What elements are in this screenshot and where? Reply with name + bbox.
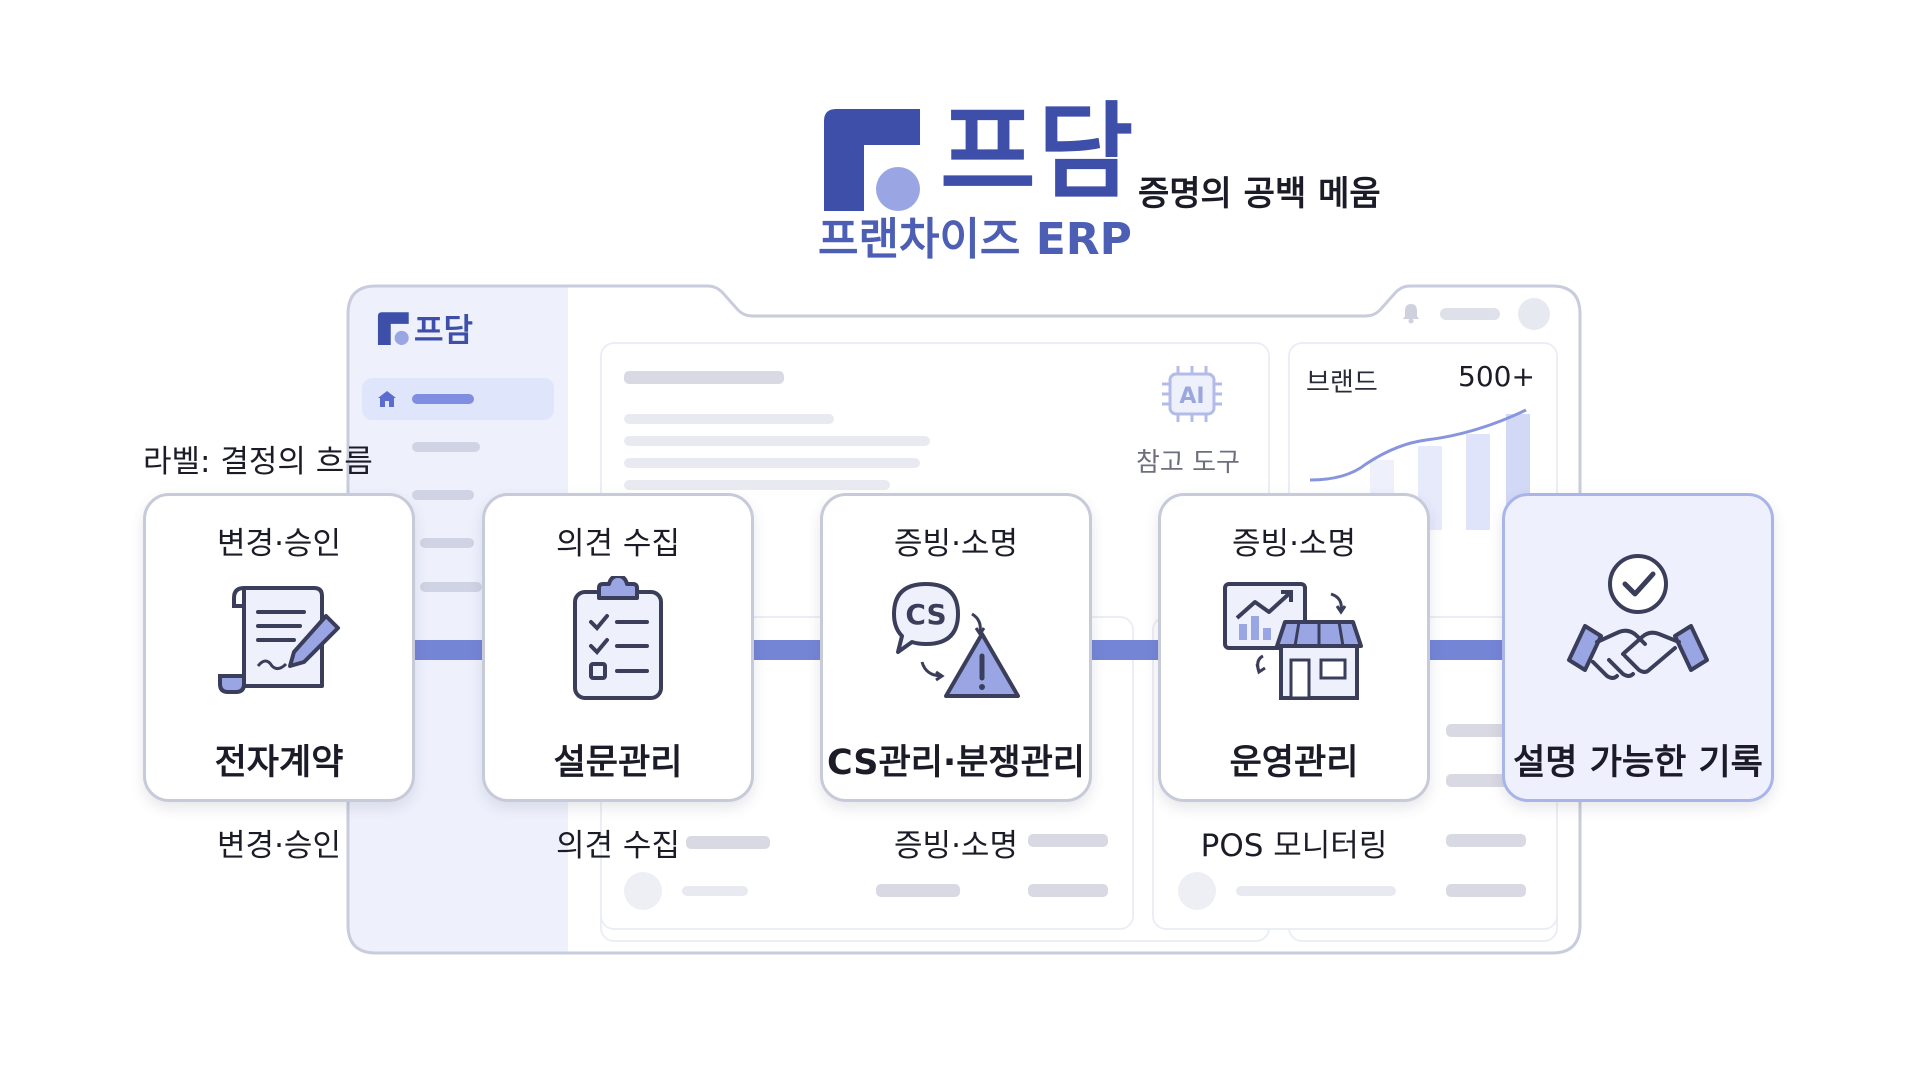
sidebar-item[interactable] — [412, 490, 474, 500]
list-line-placeholder — [1446, 834, 1526, 847]
card-caption: POS 모니터링 — [1200, 828, 1388, 864]
sidebar-item[interactable] — [420, 582, 482, 592]
ai-chip-icon: AI — [1162, 366, 1222, 422]
flow-connector — [413, 640, 487, 660]
brand-stat-value: 500+ — [1458, 360, 1535, 393]
list-line-placeholder — [876, 884, 960, 897]
handshake-icon — [1567, 554, 1709, 680]
flow-card-survey[interactable]: 의견 수집 설문관리 — [482, 493, 754, 802]
panel-title-placeholder — [624, 371, 784, 384]
list-avatar-placeholder — [624, 872, 662, 910]
panel-line-placeholder — [624, 414, 834, 424]
tagline: 증명의 공백 메움 — [1138, 174, 1381, 214]
flow-connector — [752, 640, 824, 660]
list-avatar-placeholder — [1178, 872, 1216, 910]
brand-name: 프담 — [940, 91, 1136, 213]
brand-stat-label: 브랜드 — [1306, 368, 1378, 398]
sidebar-item-home-label — [412, 394, 474, 404]
sidebar-logo[interactable]: 프담 — [376, 305, 473, 351]
card-top-label: 증빙·소명 — [1232, 526, 1356, 562]
panel-line-placeholder — [624, 480, 890, 490]
card-title: 운영관리 — [1229, 743, 1359, 783]
card-caption: 변경·승인 — [217, 828, 341, 864]
flow-connector — [1428, 640, 1502, 660]
sidebar-logo-mark — [377, 312, 409, 345]
flow-card-cs[interactable]: 증빙·소명 CS CS관리·분쟁관리 — [820, 493, 1092, 802]
card-top-label: 증빙·소명 — [894, 526, 1018, 562]
flow-connector — [1090, 640, 1162, 660]
panel-line-placeholder — [624, 458, 920, 468]
flow-card-operations[interactable]: 증빙·소명 운영관리 — [1158, 493, 1430, 802]
avatar[interactable] — [1518, 298, 1550, 330]
ai-chip-text: AI — [1179, 384, 1204, 409]
clipboard-icon — [573, 576, 663, 700]
flow-label: 라벨: 결정의 흐름 — [143, 444, 373, 480]
card-title: 설명 가능한 기록 — [1513, 743, 1763, 783]
card-title: CS관리·분쟁관리 — [826, 743, 1086, 783]
card-top-label: 의견 수집 — [556, 526, 680, 562]
list-line-placeholder — [1028, 884, 1108, 897]
brand-logo-mark — [824, 109, 920, 211]
list-line-placeholder — [1446, 884, 1526, 897]
topbar-user-name[interactable] — [1440, 308, 1500, 320]
list-line-placeholder — [1446, 774, 1516, 787]
flow-card-contract[interactable]: 변경·승인 전자계약 — [143, 493, 415, 802]
card-caption: 의견 수집 — [556, 828, 680, 864]
ai-tool-label: 참고 도구 — [1136, 448, 1240, 478]
list-line-placeholder — [1446, 724, 1516, 737]
card-caption: 증빙·소명 — [894, 828, 1018, 864]
sidebar-item[interactable] — [420, 538, 474, 548]
brand-subtitle: 프랜차이즈 ERP — [818, 214, 1132, 265]
sidebar-item[interactable] — [412, 442, 480, 452]
list-line-placeholder — [1236, 886, 1396, 896]
store-icon — [1223, 582, 1363, 700]
list-line-placeholder — [682, 886, 748, 896]
card-title: 설문관리 — [553, 743, 683, 783]
contract-icon — [218, 586, 340, 694]
sidebar-logo-text: 프담 — [414, 311, 473, 349]
home-icon — [378, 391, 396, 407]
panel-line-placeholder — [624, 436, 930, 446]
card-title: 전자계약 — [214, 743, 344, 783]
bell-icon[interactable] — [1400, 302, 1422, 324]
card-top-label: 변경·승인 — [217, 526, 341, 562]
list-line-placeholder — [686, 836, 770, 849]
list-line-placeholder — [1028, 834, 1108, 847]
svg-text:CS: CS — [905, 598, 946, 631]
cs-warning-icon: CS — [892, 582, 1020, 698]
flow-card-record[interactable]: 설명 가능한 기록 — [1502, 493, 1774, 802]
